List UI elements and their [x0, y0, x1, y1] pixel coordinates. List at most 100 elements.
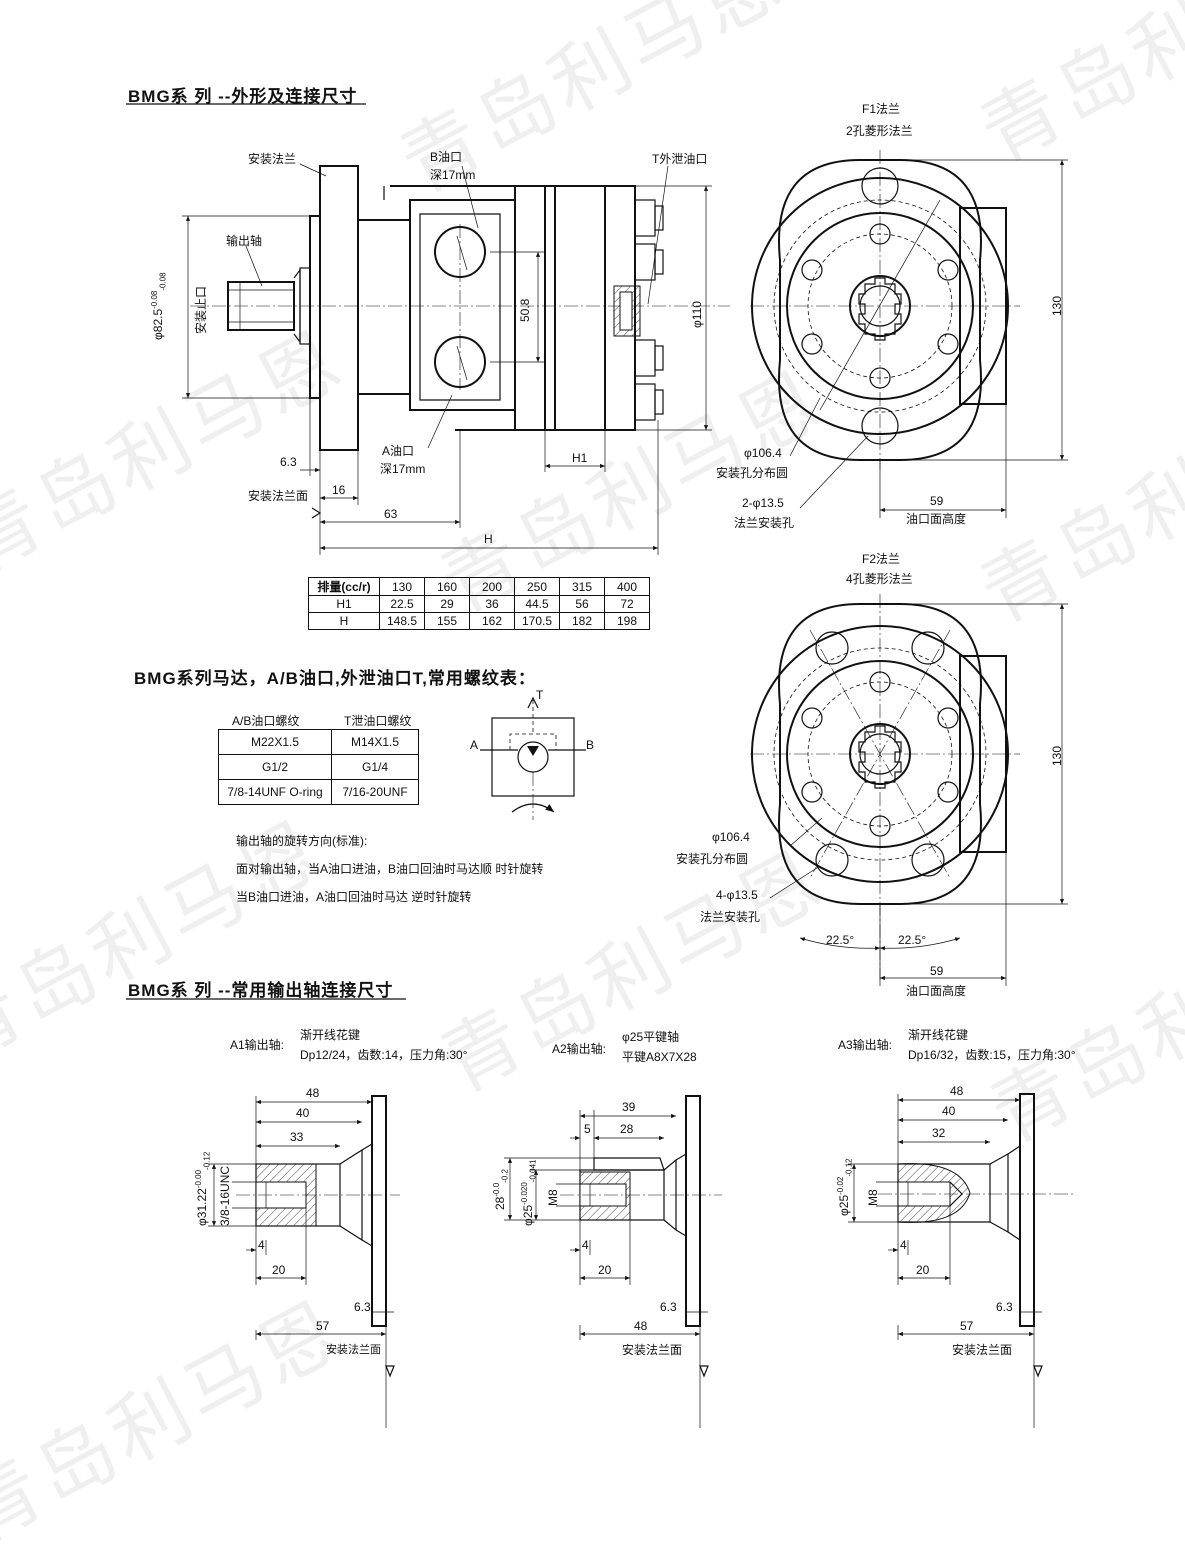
table-cell: H [308, 612, 380, 630]
table-cell: 160 [424, 577, 470, 596]
a3-dia: φ25-0.02-0.12 [836, 1158, 853, 1216]
table-row: 排量(cc/r) 130 160 200 250 315 400 [308, 577, 650, 596]
f2-pcd-caption: 安装孔分布圆 [676, 852, 749, 866]
shaft-a2-drawing [504, 1095, 722, 1428]
dim-h: H [484, 532, 493, 546]
a1-dia-value: φ31.22 [195, 1188, 209, 1226]
a2-dim-39: 39 [622, 1100, 636, 1114]
a3-caption: A3输出轴: [838, 1038, 893, 1052]
f1-pcd-caption: 安装孔分布圆 [716, 466, 789, 480]
a2-thread: M8 [546, 1189, 560, 1206]
a2-dim-5: 5 [584, 1122, 591, 1136]
f1-title: F1法兰 [862, 102, 901, 116]
a2-caption: A2输出轴: [552, 1042, 607, 1056]
thread-col1-header: A/B油口螺纹 [232, 714, 300, 728]
thread-col2-header: T泄油口螺纹 [344, 714, 412, 728]
f2-holes: 4-φ13.5 [716, 888, 758, 902]
dim-6-3: 6.3 [280, 455, 297, 469]
a1-caption: A1输出轴: [230, 1038, 285, 1052]
title-shafts: BMG系 列 --常用输出轴连接尺寸 [128, 981, 394, 1000]
table-cell: 148.5 [379, 612, 425, 630]
label-port-a: A油口 [382, 444, 415, 458]
table-cell: 56 [559, 595, 605, 613]
dim-port-spacing: 50.8 [518, 298, 532, 322]
table-cell: H1 [308, 595, 380, 613]
table-cell: G1/4 [331, 754, 419, 780]
a1-dim-6-3: 6.3 [354, 1300, 371, 1314]
title-threads: BMG系列马达，A/B油口,外泄油口T,常用螺纹表： [134, 669, 536, 688]
a2-dim-4: 4 [582, 1238, 589, 1252]
table-row: M22X1.5 M14X1.5 [218, 729, 419, 755]
table-cell: 72 [604, 595, 650, 613]
f1-flange-drawing [750, 150, 1068, 518]
table-cell: 36 [469, 595, 515, 613]
a1-dim-33: 33 [290, 1130, 304, 1144]
drawing-canvas [126, 103, 1076, 1428]
side-view-drawing [182, 163, 730, 555]
table-row: H 148.5 155 162 170.5 182 198 [308, 612, 650, 630]
a2-dim-48: 48 [634, 1319, 648, 1333]
a3-line1: 渐开线花键 [908, 1028, 969, 1042]
label-mount-face: 安装法兰面 [248, 489, 309, 503]
f2-angle-1: 22.5° [826, 933, 855, 947]
table-row: 7/8-14UNF O-ring 7/16-20UNF [218, 779, 419, 805]
table-cell: 7/8-14UNF O-ring [218, 779, 332, 805]
table-cell: 170.5 [514, 612, 560, 630]
thread-table: M22X1.5 M14X1.5 G1/2 G1/4 7/8-14UNF O-ri… [218, 729, 419, 805]
a1-dim-48: 48 [306, 1086, 320, 1100]
label-port-a-depth: 深17mm [380, 462, 426, 476]
dim-body-dia: φ110 [690, 301, 704, 328]
f2-height: 130 [1050, 745, 1064, 766]
a3-dim-57: 57 [960, 1319, 974, 1333]
circuit-label-a: A [470, 738, 479, 752]
a3-dim-6-3: 6.3 [996, 1300, 1013, 1314]
table-cell: 198 [604, 612, 650, 630]
table-cell: 182 [559, 612, 605, 630]
a3-dim-4: 4 [900, 1238, 907, 1252]
label-port-b: B油口 [430, 150, 463, 164]
f2-title: F2法兰 [862, 552, 901, 566]
dim-pilot-dia: φ82.5-0.08-0.08 [150, 272, 167, 340]
table-cell: M14X1.5 [331, 729, 419, 755]
rotation-note-1: 面对输出轴，当A油口进油，B油口回油时马达顺 时针旋转 [236, 862, 544, 876]
displacement-table: 排量(cc/r) 130 160 200 250 315 400 H1 22.5… [308, 577, 650, 630]
table-cell: 7/16-20UNF [331, 779, 419, 805]
label-pilot-caption: 安装止口 [194, 285, 208, 334]
a2-key-h: 28-0.0-0.2 [492, 1169, 509, 1210]
a2-dim-20: 20 [598, 1263, 612, 1277]
table-cell: M22X1.5 [218, 729, 332, 755]
a1-dia-tol-upper: -0.00 [194, 1169, 203, 1189]
circuit-label-t: T [536, 688, 544, 702]
dim-63: 63 [384, 507, 398, 521]
dim-16: 16 [332, 483, 346, 497]
dim-h1: H1 [572, 451, 588, 465]
f2-holes-caption: 法兰安装孔 [700, 910, 761, 924]
a2-dim-6-3: 6.3 [660, 1300, 677, 1314]
f1-pcd: φ106.4 [744, 446, 782, 460]
a1-mount-face: 安装法兰面 [326, 1344, 381, 1356]
table-cell: 44.5 [514, 595, 560, 613]
title-outline: BMG系 列 --外形及连接尺寸 [128, 87, 358, 106]
pilot-tol-lower: -0.08 [158, 272, 168, 291]
a2-dia-tol-upper: -0.020 [520, 1182, 529, 1205]
a1-dia-tol-lower: -0.12 [202, 1151, 212, 1170]
circuit-label-b: B [586, 738, 595, 752]
a3-mount-face: 安装法兰面 [952, 1343, 1013, 1357]
rotation-note-title: 输出轴的旋转方向(标准): [236, 834, 368, 848]
a2-line2: 平键A8X7X28 [622, 1050, 697, 1064]
shaft-a1-drawing [208, 1095, 400, 1428]
f2-pcd: φ106.4 [712, 830, 750, 844]
a1-dia: φ31.22-0.00-0.12 [194, 1152, 211, 1226]
f2-port-height: 59 [930, 964, 944, 978]
table-cell: 29 [424, 595, 470, 613]
f2-angle-2: 22.5° [898, 933, 927, 947]
table-cell: 22.5 [379, 595, 425, 613]
a3-dim-32: 32 [932, 1126, 946, 1140]
hydraulic-circuit-symbol [480, 696, 586, 820]
a1-line2: Dp12/24，齿数:14，压力角:30° [300, 1048, 468, 1062]
a1-dim-57: 57 [316, 1319, 330, 1333]
f1-holes-caption: 法兰安装孔 [734, 516, 795, 530]
f2-flange-drawing [750, 594, 1068, 986]
a2-key-h-tol-upper: -0.0 [492, 1182, 501, 1197]
a2-key-h-tol-lower: -0.2 [500, 1169, 510, 1183]
